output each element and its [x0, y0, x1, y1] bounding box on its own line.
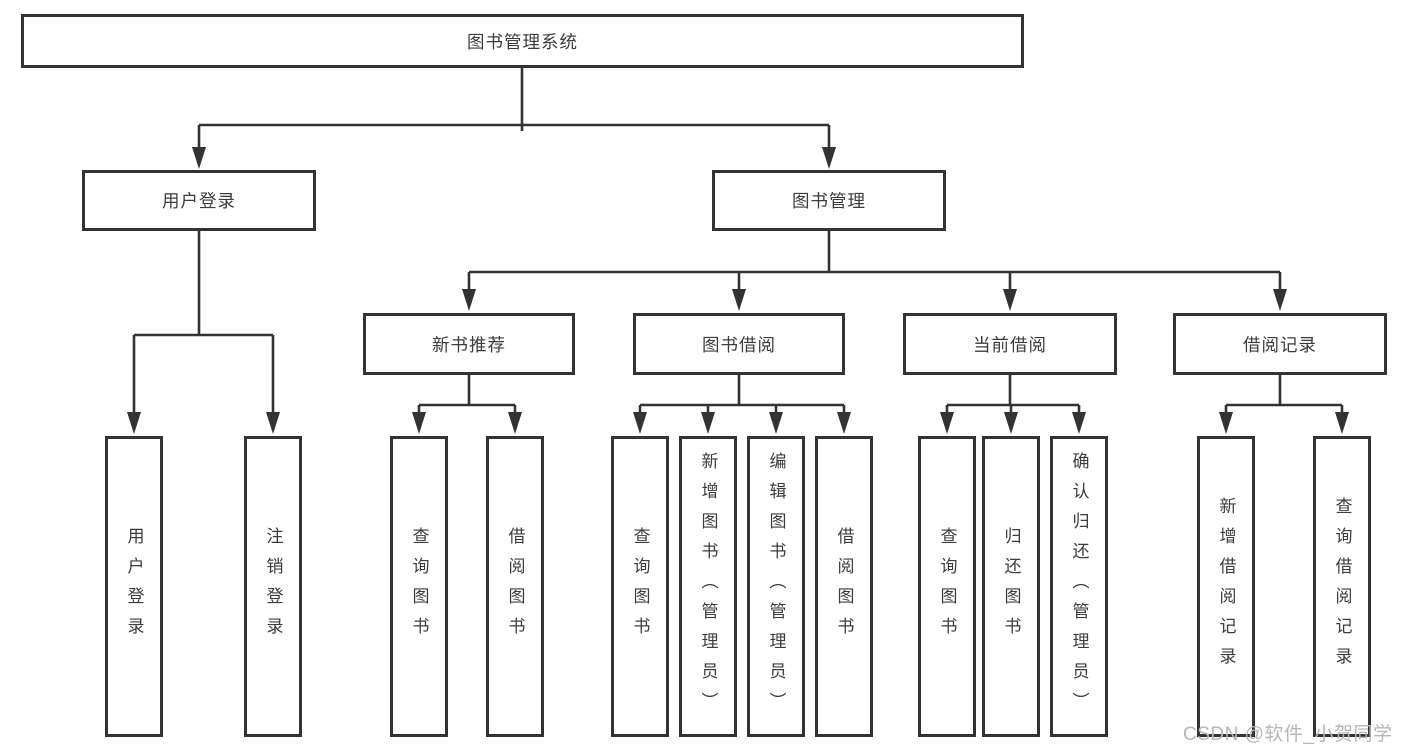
leaf-user-login: 用户登录	[105, 436, 163, 737]
node-book-management: 图书管理	[712, 170, 946, 231]
leaf-logout: 注销登录	[244, 436, 302, 737]
csdn-watermark: CSDN @软件_小贺同学	[1183, 724, 1393, 745]
node-borrow-records: 借阅记录	[1173, 313, 1387, 375]
arrowheads	[127, 147, 1349, 434]
node-root: 图书管理系统	[21, 14, 1024, 68]
leaf-query-books: 查询图书	[611, 436, 669, 737]
leaf-borrow-books: 借阅图书	[815, 436, 873, 737]
leaf-query-books: 查询图书	[390, 436, 448, 737]
node-user-login: 用户登录	[82, 170, 316, 231]
node-book-borrow: 图书借阅	[633, 313, 845, 375]
leaf-confirm-return-admin: 确认归还（管理员）	[1050, 436, 1108, 737]
leaf-query-borrow-record: 查询借阅记录	[1313, 436, 1371, 737]
leaf-query-books: 查询图书	[918, 436, 976, 737]
leaf-add-books-admin: 新增图书（管理员）	[679, 436, 737, 737]
node-new-book-recommend: 新书推荐	[363, 313, 575, 375]
leaf-return-books: 归还图书	[982, 436, 1040, 737]
leaf-add-borrow-record: 新增借阅记录	[1197, 436, 1255, 737]
leaf-borrow-books: 借阅图书	[486, 436, 544, 737]
leaf-edit-books-admin: 编辑图书（管理员）	[747, 436, 805, 737]
node-current-borrow: 当前借阅	[903, 313, 1117, 375]
